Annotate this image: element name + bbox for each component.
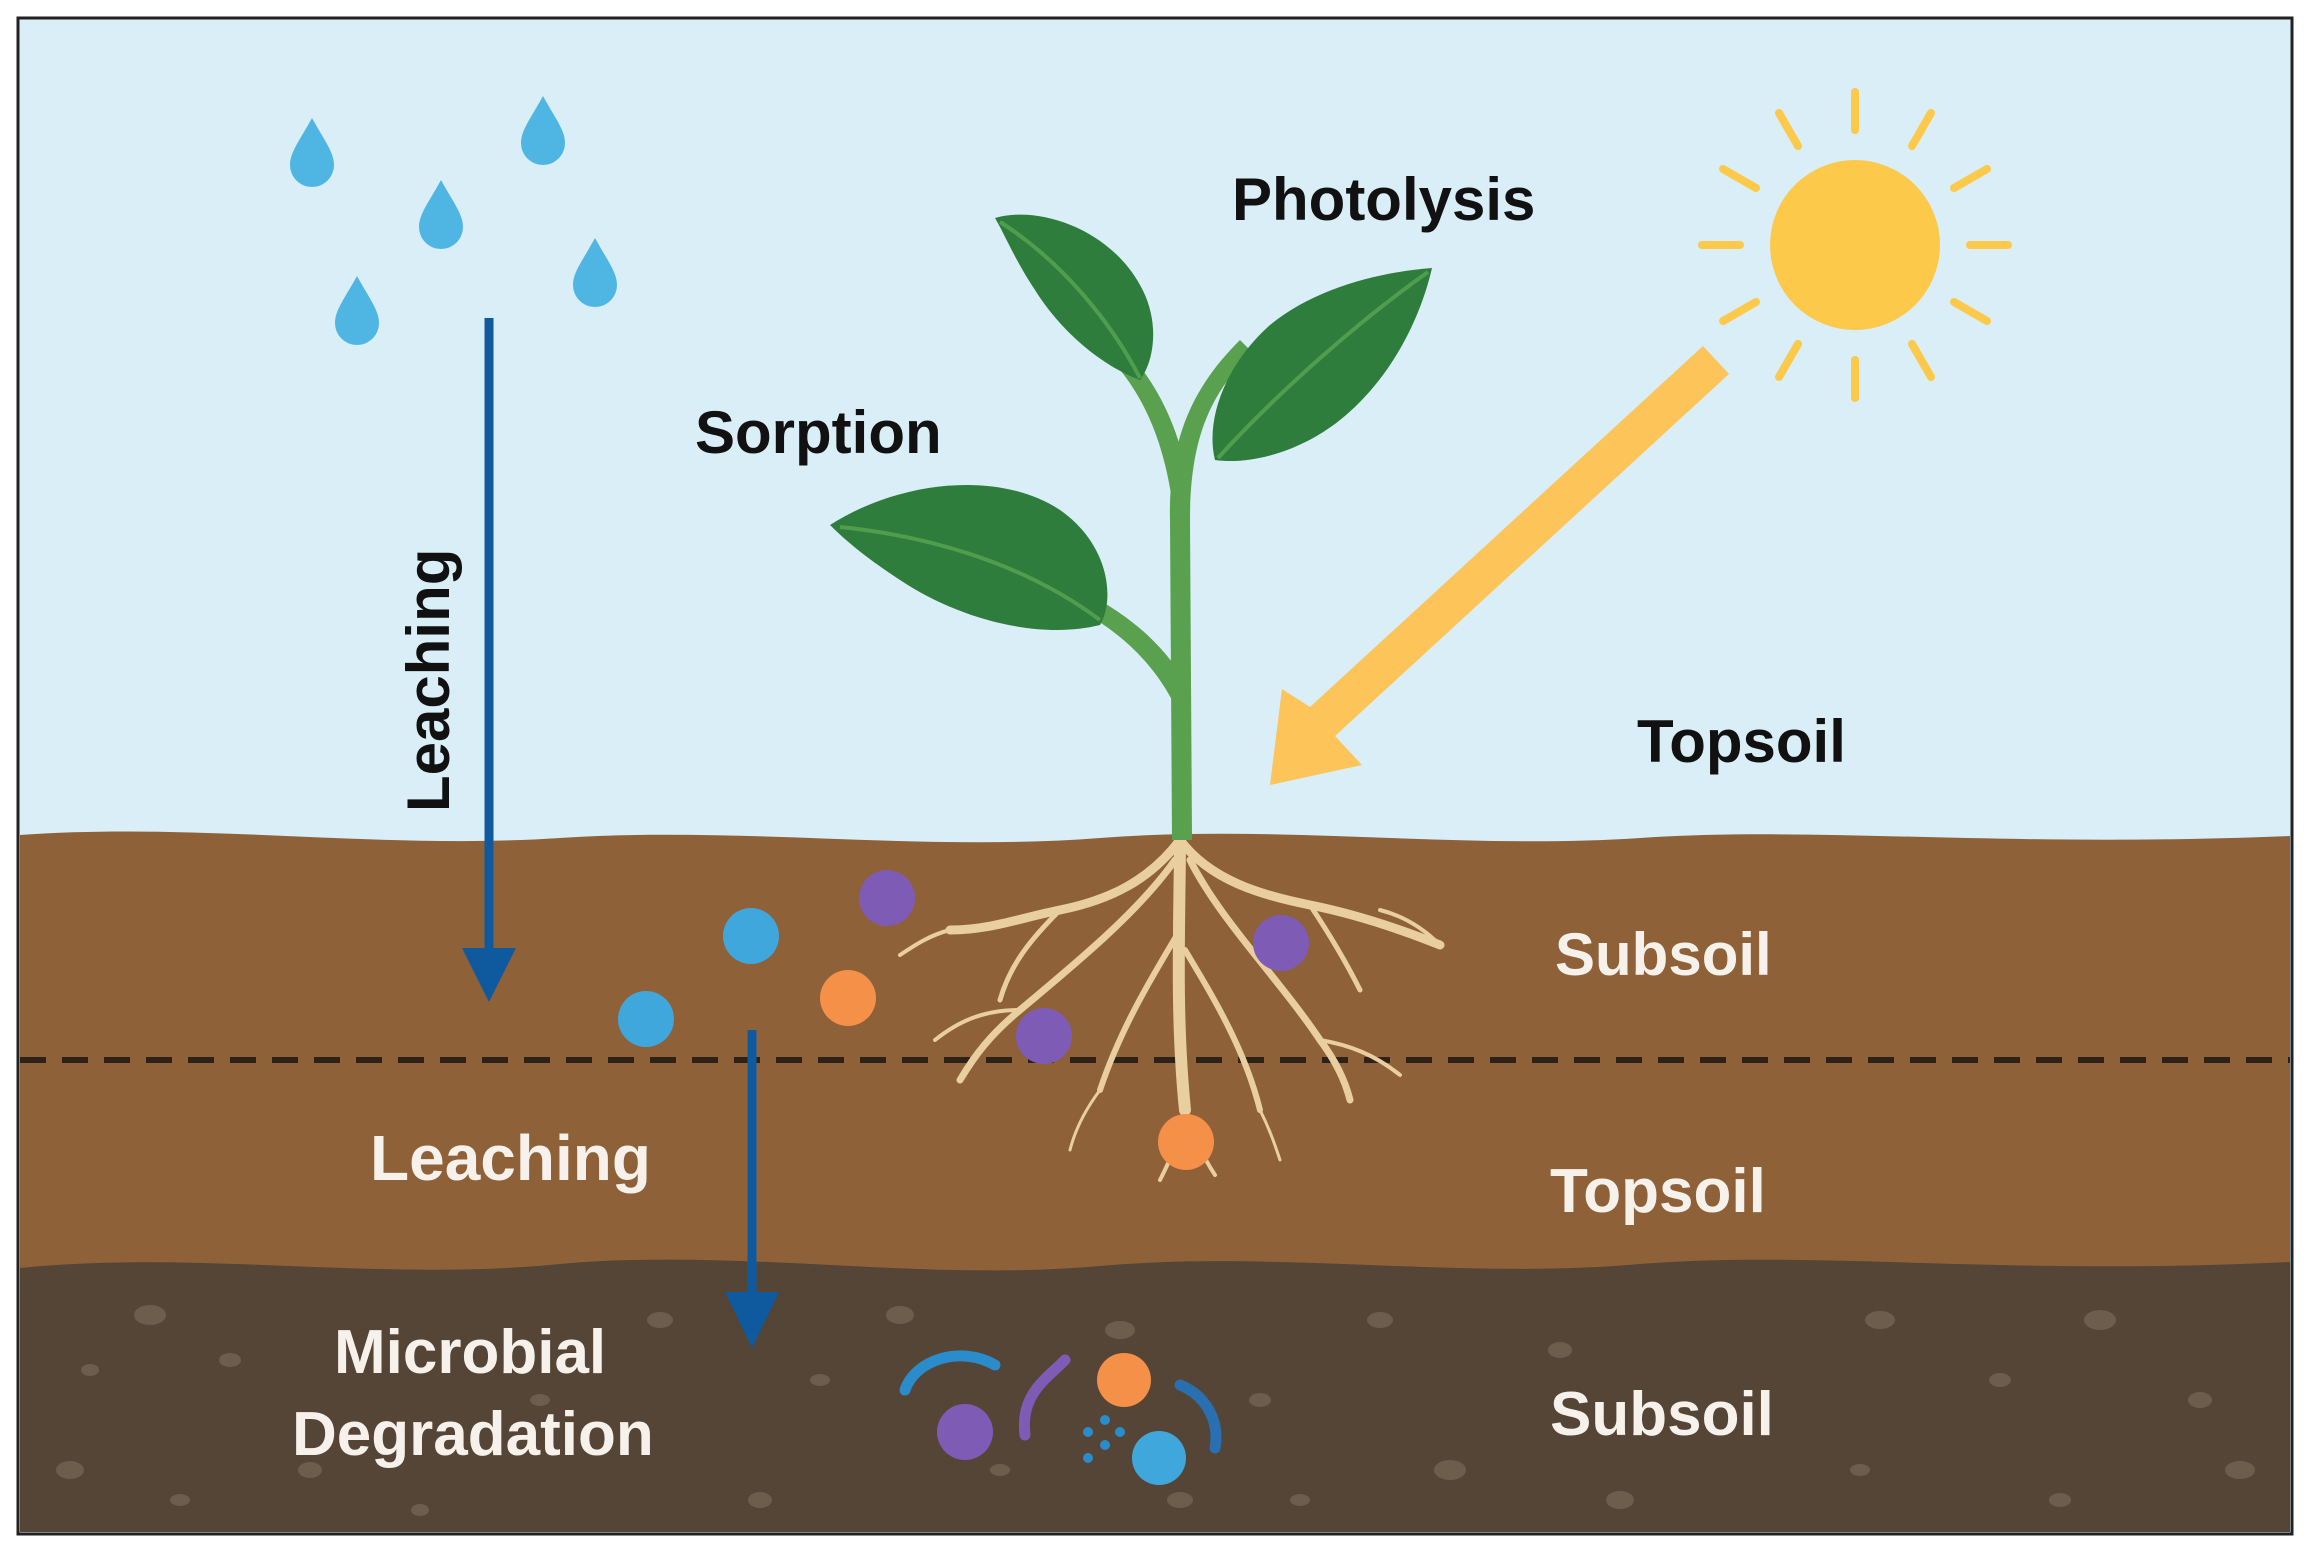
water-drop-icon	[290, 118, 334, 187]
bottom-soil-layer	[20, 1259, 2290, 1532]
water-drop-icon	[521, 96, 565, 165]
particle-blue	[723, 908, 779, 964]
plant-icon	[830, 214, 1432, 840]
leaf-vein	[998, 220, 1142, 379]
label-sorption: Sorption	[695, 399, 942, 466]
plant-stem-left	[1080, 318, 1190, 500]
sun-icon	[1698, 88, 2012, 402]
label-photolysis: Photolysis	[1232, 166, 1535, 233]
label-subsoil-bottom: Subsoil	[1550, 1380, 1774, 1449]
leaf-top-left	[995, 214, 1154, 380]
label-leaching-soil: Leaching	[370, 1122, 651, 1194]
label-subsoil-upper: Subsoil	[1555, 921, 1772, 988]
water-drop-icon	[573, 238, 617, 307]
label-topsoil-lower: Topsoil	[1550, 1157, 1766, 1226]
label-microbial-line2: Degradation	[292, 1400, 654, 1469]
particle-blue	[618, 991, 674, 1047]
leaf-vein	[839, 525, 1102, 622]
leaching-arrow-lower	[725, 1030, 779, 1348]
sky-region	[20, 20, 2290, 860]
microbe-icon	[899, 1350, 1222, 1485]
plant-stem	[1169, 340, 1252, 840]
leaching-arrow-upper	[462, 318, 516, 1002]
rain-drops	[290, 96, 617, 345]
label-microbial-line1: Microbial	[334, 1318, 606, 1387]
particle-orange	[820, 970, 876, 1026]
water-drop-icon	[419, 180, 463, 249]
pesticide-particles	[618, 870, 1309, 1170]
particle-purple	[1253, 915, 1309, 971]
upper-soil-layer	[20, 831, 2290, 1300]
soil-speckles	[56, 1305, 2255, 1516]
leaf-top-right	[1212, 268, 1432, 462]
leaf-left-lower	[830, 484, 1108, 630]
label-leaching-vertical: Leaching	[395, 549, 462, 812]
leaf-vein	[1216, 270, 1430, 460]
particle-orange	[1158, 1114, 1214, 1170]
label-topsoil-sky: Topsoil	[1637, 708, 1846, 775]
photolysis-arrow	[1270, 346, 1729, 785]
water-drop-icon	[335, 276, 379, 345]
roots-icon	[898, 824, 1445, 1182]
particle-purple	[1016, 1008, 1072, 1064]
particle-purple	[859, 870, 915, 926]
